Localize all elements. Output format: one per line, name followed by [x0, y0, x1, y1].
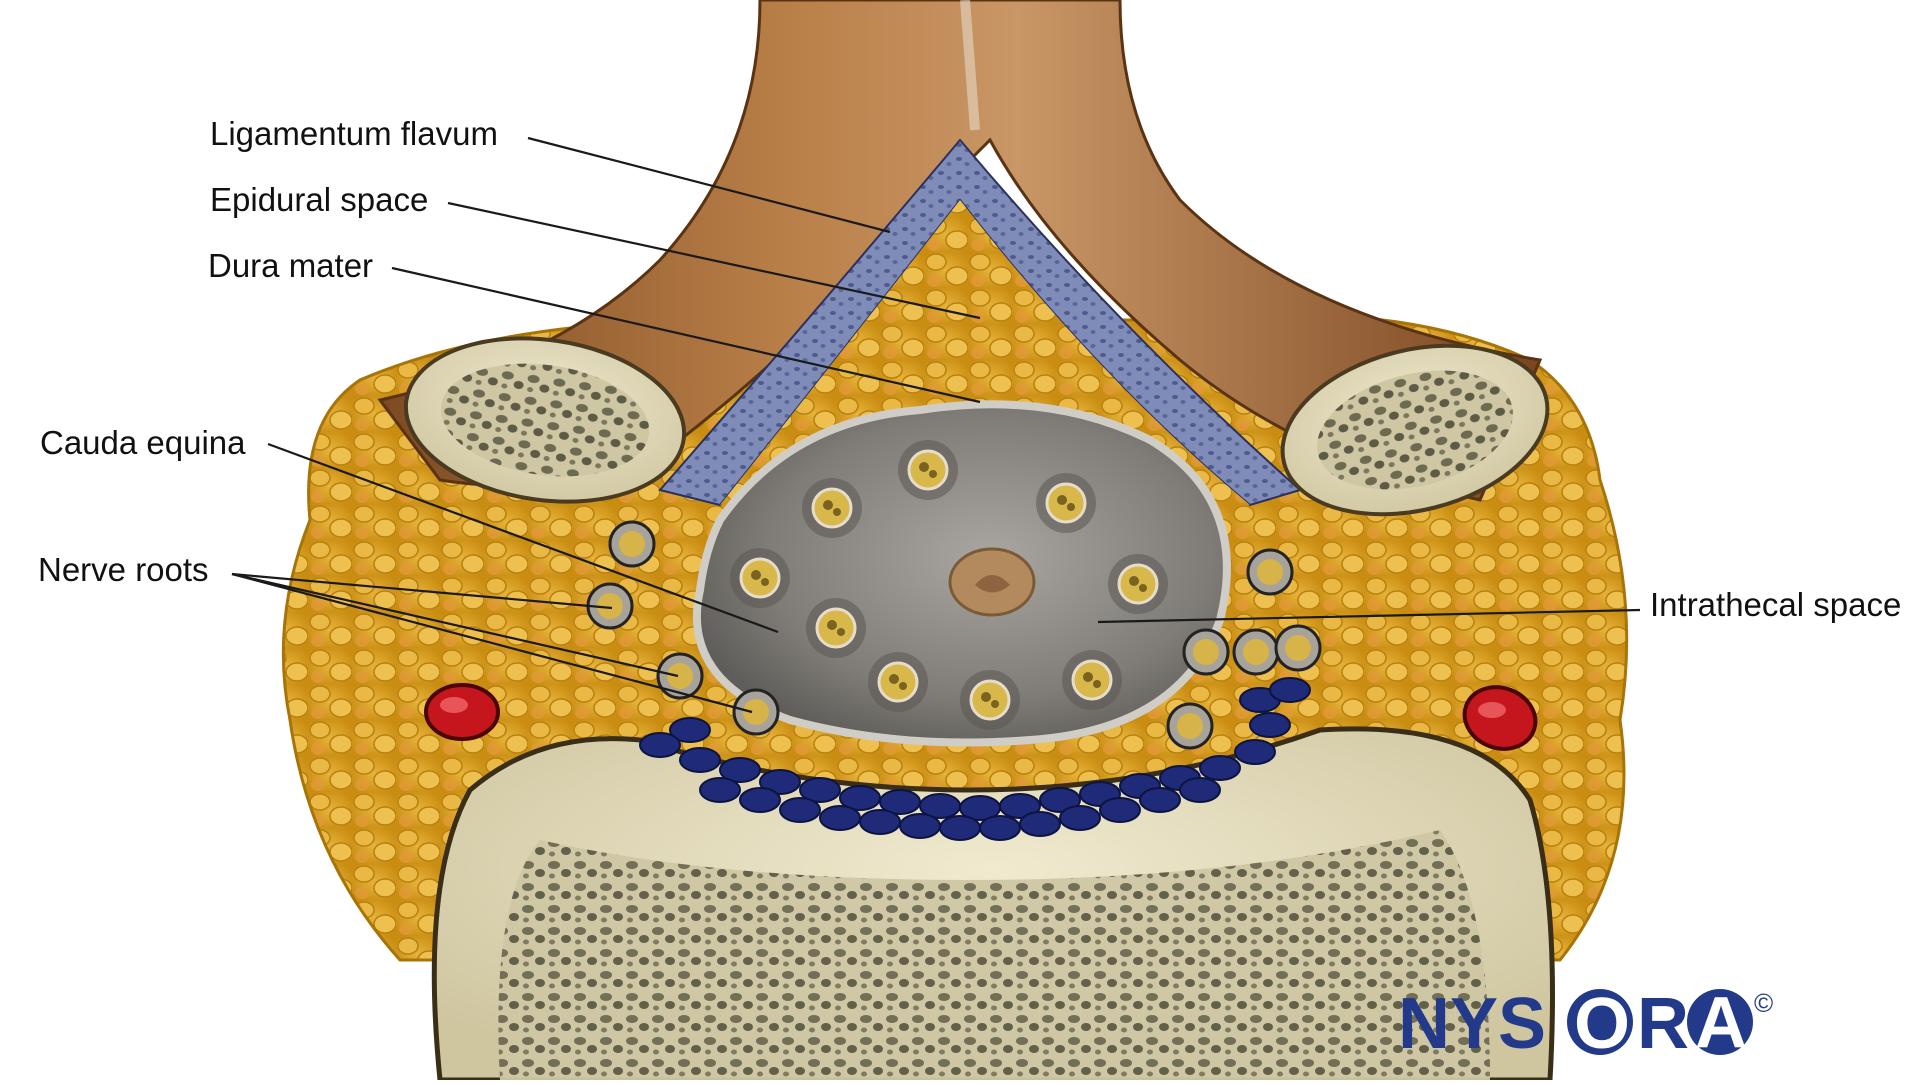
- label-cauda-equina: Cauda equina: [40, 424, 246, 461]
- root-core: [1193, 639, 1219, 665]
- label-ligamentum-flavum: Ligamentum flavum: [210, 115, 498, 152]
- vein-oval: [679, 747, 721, 773]
- root-fascicle: [899, 682, 907, 690]
- root-core: [743, 699, 769, 725]
- label-dura-mater: Dura mater: [208, 247, 373, 284]
- label-nerve-roots: Nerve roots: [38, 551, 209, 588]
- vertebral-body: [431, 726, 1555, 1083]
- root-core: [1285, 635, 1311, 661]
- vein-oval: [819, 805, 861, 831]
- vein-oval: [1179, 777, 1221, 803]
- vein-oval: [719, 757, 761, 783]
- logo-text-nys: NYS: [1398, 984, 1546, 1064]
- nysora-logo: NYS O R A ©: [1398, 983, 1773, 1064]
- root-fascicle: [991, 700, 999, 708]
- vein-oval: [1019, 811, 1061, 837]
- label-epidural-space: Epidural space: [210, 181, 428, 218]
- root-fascicle: [1129, 576, 1139, 586]
- root-fascicle: [919, 462, 929, 472]
- vein-oval: [1059, 805, 1101, 831]
- root-fascicle: [1083, 672, 1093, 682]
- vein-oval: [1199, 755, 1241, 781]
- leader-lines: [231, 136, 1641, 714]
- vein-oval: [1099, 797, 1141, 823]
- right-articular-process: [1280, 343, 1550, 517]
- vein-oval: [759, 769, 801, 795]
- nerve-root-sheaths: [586, 520, 1322, 750]
- root-fascicle: [981, 692, 991, 702]
- labels: Ligamentum flavum Epidural space Dura ma…: [38, 115, 1901, 623]
- vein-oval: [779, 797, 821, 823]
- root-fascicle: [827, 620, 837, 630]
- vein-oval: [899, 813, 941, 839]
- root-fascicle: [1139, 584, 1147, 592]
- vein-oval: [669, 717, 711, 743]
- vein-oval: [699, 777, 741, 803]
- root-fascicle: [823, 500, 833, 510]
- vein-oval: [1249, 712, 1291, 738]
- root-core: [1177, 713, 1203, 739]
- root-fascicle: [761, 578, 769, 586]
- label-intrathecal-space: Intrathecal space: [1650, 586, 1901, 623]
- root-fascicle: [1067, 503, 1075, 511]
- root-core: [619, 531, 645, 557]
- vein-oval: [1269, 677, 1311, 703]
- root-core: [1257, 559, 1283, 585]
- vein-oval: [739, 787, 781, 813]
- vein-oval: [999, 793, 1041, 819]
- root-fascicle: [1057, 495, 1067, 505]
- root-fascicle: [929, 470, 937, 478]
- vein-oval: [939, 815, 981, 841]
- logo-text-a: A: [1695, 983, 1747, 1063]
- root-fascicle: [833, 508, 841, 516]
- vein-oval: [639, 732, 681, 758]
- root-core: [667, 663, 693, 689]
- vein-oval: [799, 777, 841, 803]
- vein-oval: [1234, 739, 1276, 765]
- root-fascicle: [751, 570, 761, 580]
- logo-a-circle: [1687, 989, 1753, 1055]
- logo-text-r: R: [1637, 984, 1689, 1064]
- vein-oval: [1039, 787, 1081, 813]
- logo-o-circle: [1567, 989, 1633, 1055]
- epidural-venous-plexus: [639, 677, 1311, 841]
- root-fascicle: [889, 674, 899, 684]
- root-core: [1243, 639, 1269, 665]
- vein-oval: [979, 815, 1021, 841]
- root-core: [597, 593, 623, 619]
- root-fascicle: [1093, 680, 1101, 688]
- logo-text-o: O: [1574, 984, 1630, 1064]
- segmental-arteries: [424, 683, 1538, 751]
- left-articular-process: [403, 336, 687, 504]
- vein-oval: [1139, 787, 1181, 813]
- logo-copyright: ©: [1754, 988, 1773, 1018]
- root-fascicle: [837, 628, 845, 636]
- cauda-equina-roots: [730, 440, 1168, 730]
- vein-oval: [859, 809, 901, 835]
